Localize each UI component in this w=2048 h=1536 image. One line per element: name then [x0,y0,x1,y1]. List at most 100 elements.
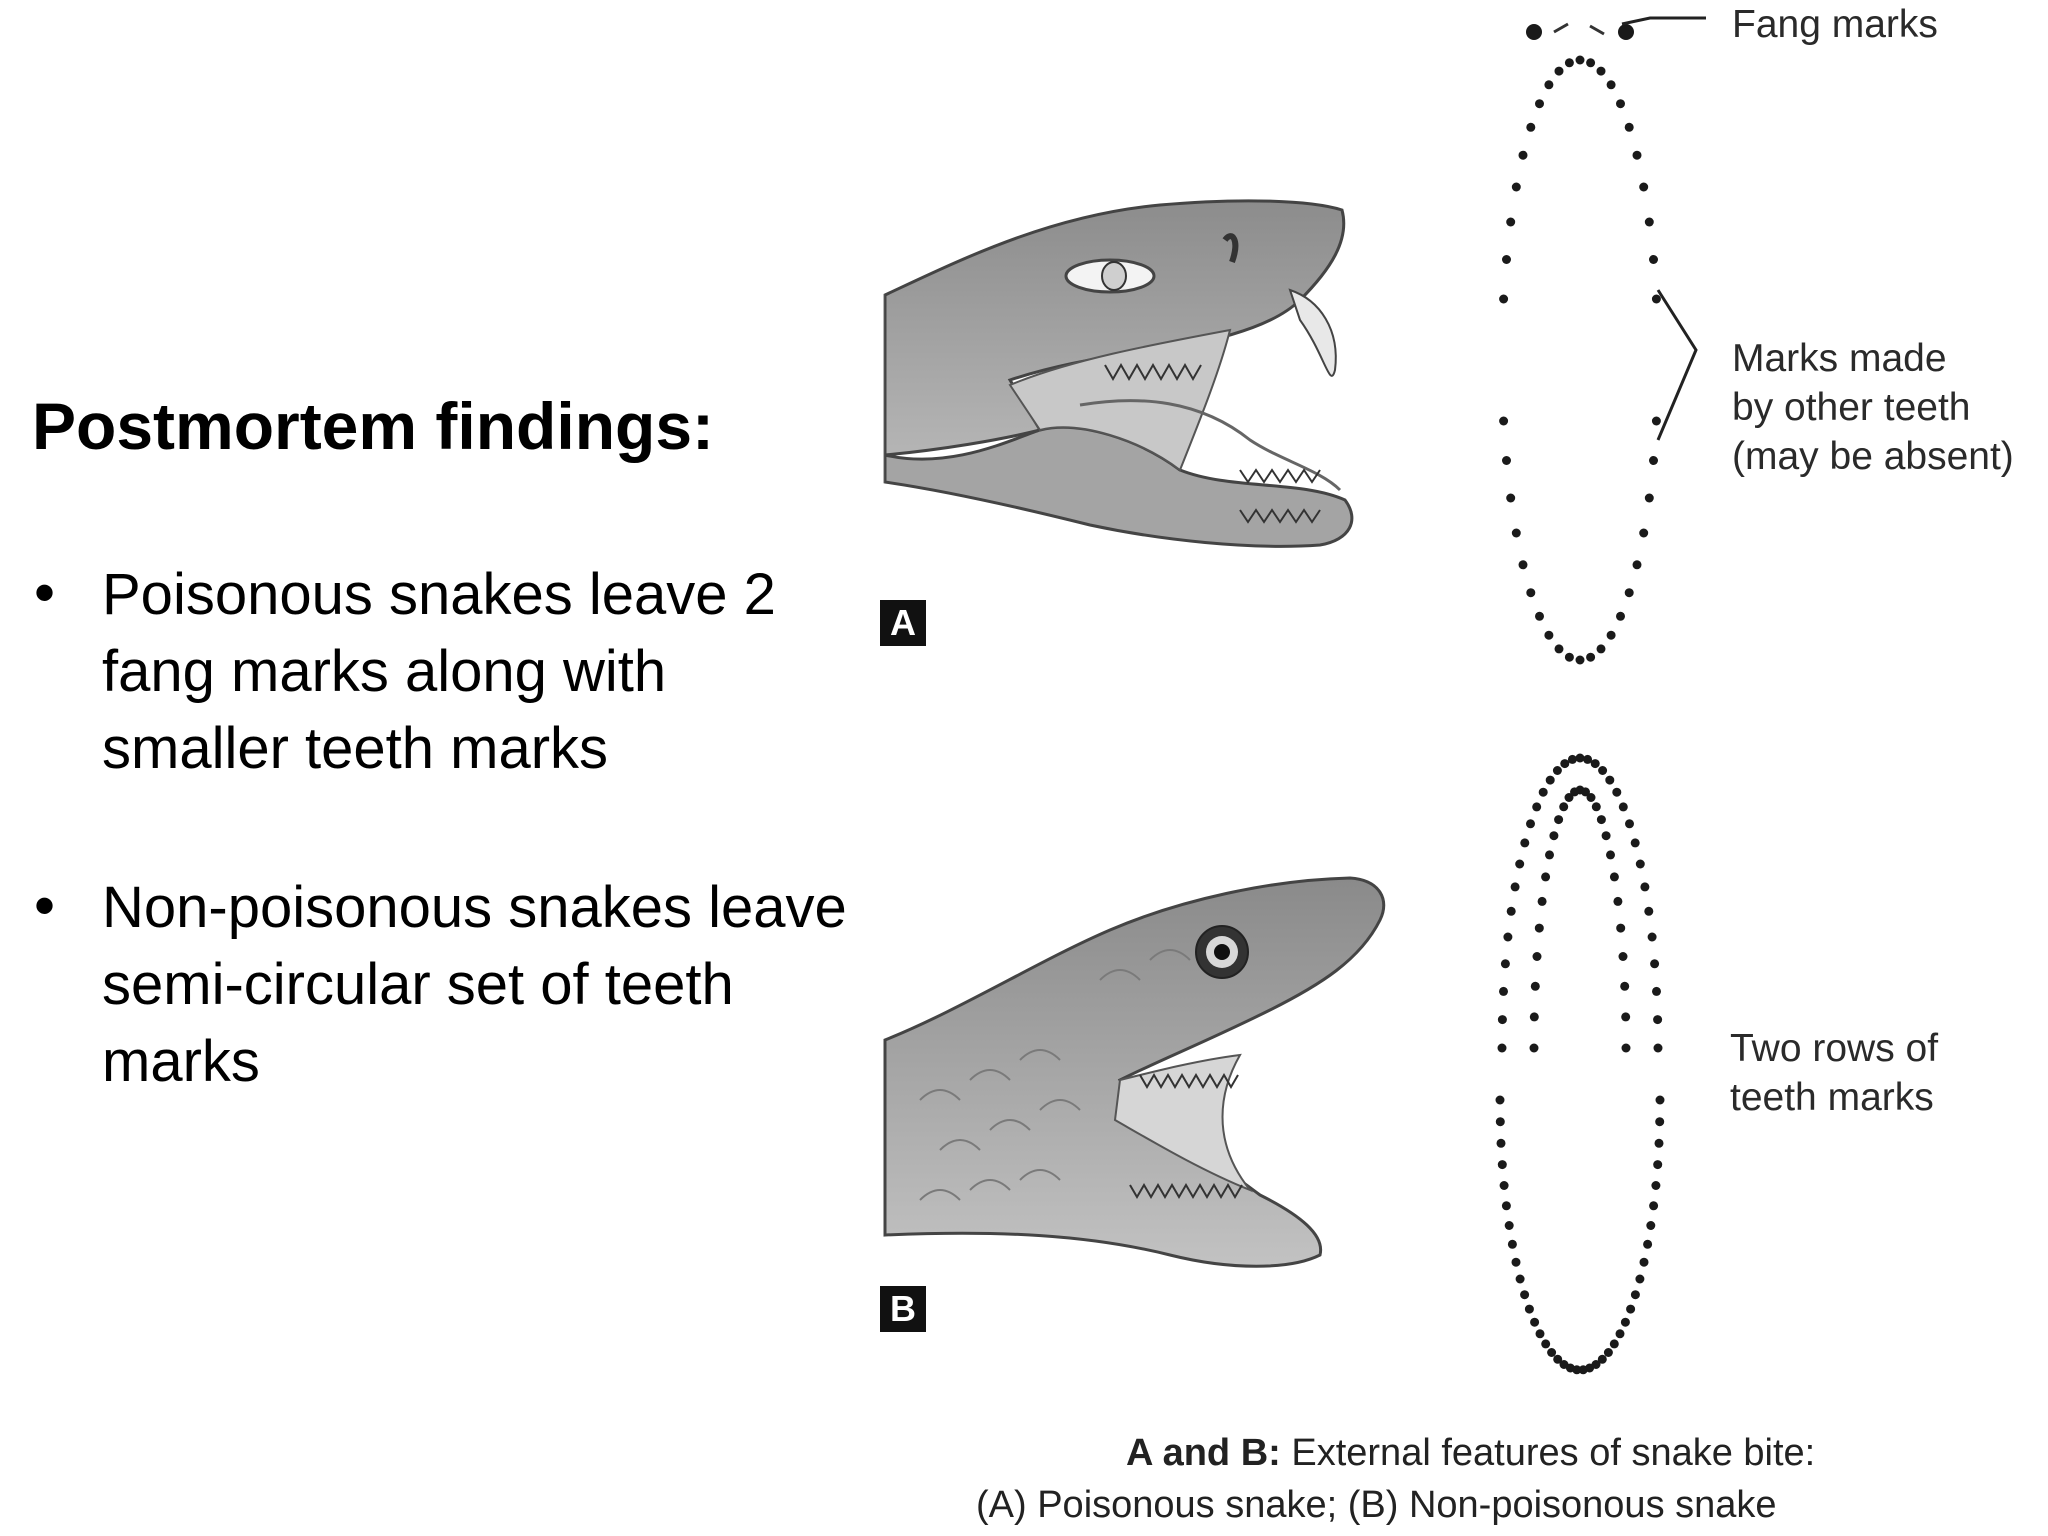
tooth-mark-dot [1552,766,1562,775]
tooth-mark-dot [1639,182,1649,192]
figure-caption: A and B: External features of snake bite… [1126,1432,1815,1475]
tooth-mark-dot [1499,294,1509,304]
tooth-mark-dot [1651,294,1661,304]
tooth-mark-dot [1586,58,1596,68]
tooth-mark-dot [1499,416,1509,426]
bullet-item-non-poisonous: • Non-poisonous snakes leave semi-circul… [32,869,847,1100]
tooth-mark-dot [1618,802,1628,812]
slide-heading: Postmortem findings: [32,389,715,463]
tooth-mark-dot [1541,1339,1551,1349]
tooth-mark-dot [1559,1360,1569,1369]
tooth-mark-dot [1537,896,1547,906]
tooth-mark-dot [1541,872,1551,882]
tooth-mark-dot [1653,1043,1663,1053]
non-poisonous-snake-illustration [883,876,1386,1268]
tooth-mark-dot [1651,1181,1661,1190]
tooth-mark-dot [1575,655,1585,665]
tooth-mark-dot [1511,1257,1521,1267]
tooth-mark-dot [1591,1360,1601,1369]
tooth-mark-dot [1526,819,1535,829]
tooth-mark-dot [1596,815,1606,825]
tooth-mark-dot [1626,1304,1636,1314]
caption-line-1-rest: External features of snake bite: [1280,1432,1816,1474]
tooth-mark-dot [1609,1339,1619,1349]
tooth-mark-dot [1534,923,1544,933]
annotation-line: Two rows of [1730,1027,1939,1070]
tooth-mark-dot [1597,1354,1607,1364]
tooth-mark-dot [1603,1348,1613,1357]
tooth-mark-dot [1510,882,1520,892]
tooth-mark-dot [1565,1363,1575,1373]
tooth-mark-dot [1554,66,1564,76]
tooth-mark-dot [1564,652,1574,662]
tooth-mark-dot [1526,122,1536,132]
caption-bold-label: A and B: [1126,1432,1281,1474]
tooth-mark-dot [1499,986,1508,996]
tooth-mark-dot [1535,1329,1545,1339]
poisonous-snake-illustration [880,199,1354,548]
annotation-line: (may be absent) [1732,435,2014,478]
tooth-mark-dot [1630,838,1640,848]
tooth-mark-dot [1591,802,1601,812]
two-rows-label: Two rows of teeth marks [1730,1024,1938,1122]
tooth-mark-dot [1567,754,1577,764]
tooth-mark-dot [1532,802,1542,812]
tooth-mark-dot [1547,1348,1557,1357]
tooth-mark-dot [1506,217,1516,227]
tooth-mark-dot [1596,644,1606,654]
tooth-mark-dot [1609,872,1619,882]
tooth-mark-dot [1644,906,1654,916]
tooth-mark-dot [1616,923,1626,933]
tooth-mark-dot [1605,775,1615,785]
tooth-mark-dot [1635,1274,1645,1284]
tooth-mark-dot [1596,66,1606,76]
tooth-mark-dot [1515,859,1525,869]
tooth-mark-dot [1532,952,1542,961]
tooth-mark-dot [1625,819,1634,829]
tooth-mark-dot [1649,255,1658,264]
tooth-mark-dot [1646,1221,1656,1230]
tooth-mark-dot [1654,1138,1664,1148]
tooth-mark-dot [1564,793,1574,802]
tooth-mark-dot [1497,1160,1507,1170]
tooth-mark-dot [1497,1043,1507,1053]
tooth-mark-dot [1616,99,1625,109]
tooth-mark-dot [1630,1290,1640,1300]
tooth-mark-dot [1616,611,1625,621]
tooth-mark-dot [1575,55,1585,65]
tooth-mark-dot [1496,1138,1506,1148]
tooth-mark-dot [1515,1274,1525,1284]
tooth-mark-dot [1572,1365,1582,1375]
tooth-mark-dot [1632,560,1642,570]
non-poisonous-bite-mark-pattern [1495,753,1665,1375]
panel-b-label: B [880,1286,926,1332]
tooth-mark-dot [1606,80,1616,90]
tooth-mark-dot [1495,1095,1505,1105]
tooth-mark-dot [1506,493,1516,503]
bullet-text: Poisonous snakes leave 2 fang marks alon… [102,562,776,781]
annotation-line: by other teeth [1732,386,1971,429]
annotation-leader-lines [1553,16,1706,441]
tooth-mark-dot [1506,906,1516,916]
tooth-mark-dot [1575,753,1585,763]
other-teeth-marks-label: Marks made by other teeth (may be absent… [1732,334,2014,481]
tooth-mark-dot [1511,528,1521,538]
tooth-mark-dot [1620,1317,1630,1327]
tooth-mark-dot [1554,815,1564,825]
tooth-mark-dot [1553,1354,1563,1364]
tooth-mark-dot [1652,986,1661,996]
tooth-mark-dot [1501,1201,1511,1211]
tooth-mark-dot [1618,952,1628,961]
tooth-mark-dot [1643,1239,1653,1249]
tooth-mark-dot [1497,1015,1507,1025]
tooth-mark-dot [1653,1160,1663,1170]
tooth-mark-dot [1495,1117,1505,1127]
tooth-mark-dot [1613,896,1623,906]
poisonous-bite-mark-pattern [1499,24,1661,665]
tooth-mark-dot [1649,1201,1659,1211]
tooth-mark-dot [1538,787,1548,797]
tooth-mark-dot [1585,1363,1595,1373]
bullet-marker: • [34,872,56,939]
panel-a-label: A [880,600,926,646]
figure-caption-line-2: (A) Poisonous snake; (B) Non-poisonous s… [976,1484,1777,1526]
